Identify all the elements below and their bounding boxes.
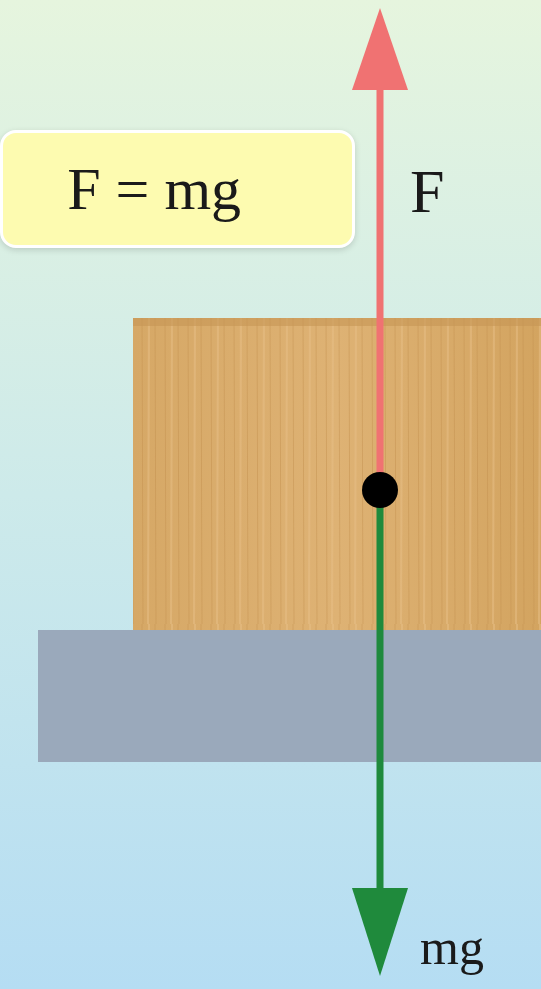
- wooden-block: [133, 318, 541, 630]
- weight-arrow-shaft: [377, 490, 384, 900]
- force-arrow-head: [352, 8, 408, 90]
- wood-grain: [133, 318, 541, 630]
- weight-arrow-head: [352, 888, 408, 976]
- formula-box: F = mg⃗: [0, 130, 355, 248]
- block-top-edge: [133, 318, 541, 326]
- force-label: F⃗: [410, 160, 493, 222]
- table-slab: [38, 630, 541, 762]
- weight-label: mg⃗: [420, 922, 523, 972]
- formula-text: F = mg⃗: [67, 153, 288, 225]
- center-of-mass-dot: [362, 472, 398, 508]
- force-arrow-shaft: [377, 80, 384, 490]
